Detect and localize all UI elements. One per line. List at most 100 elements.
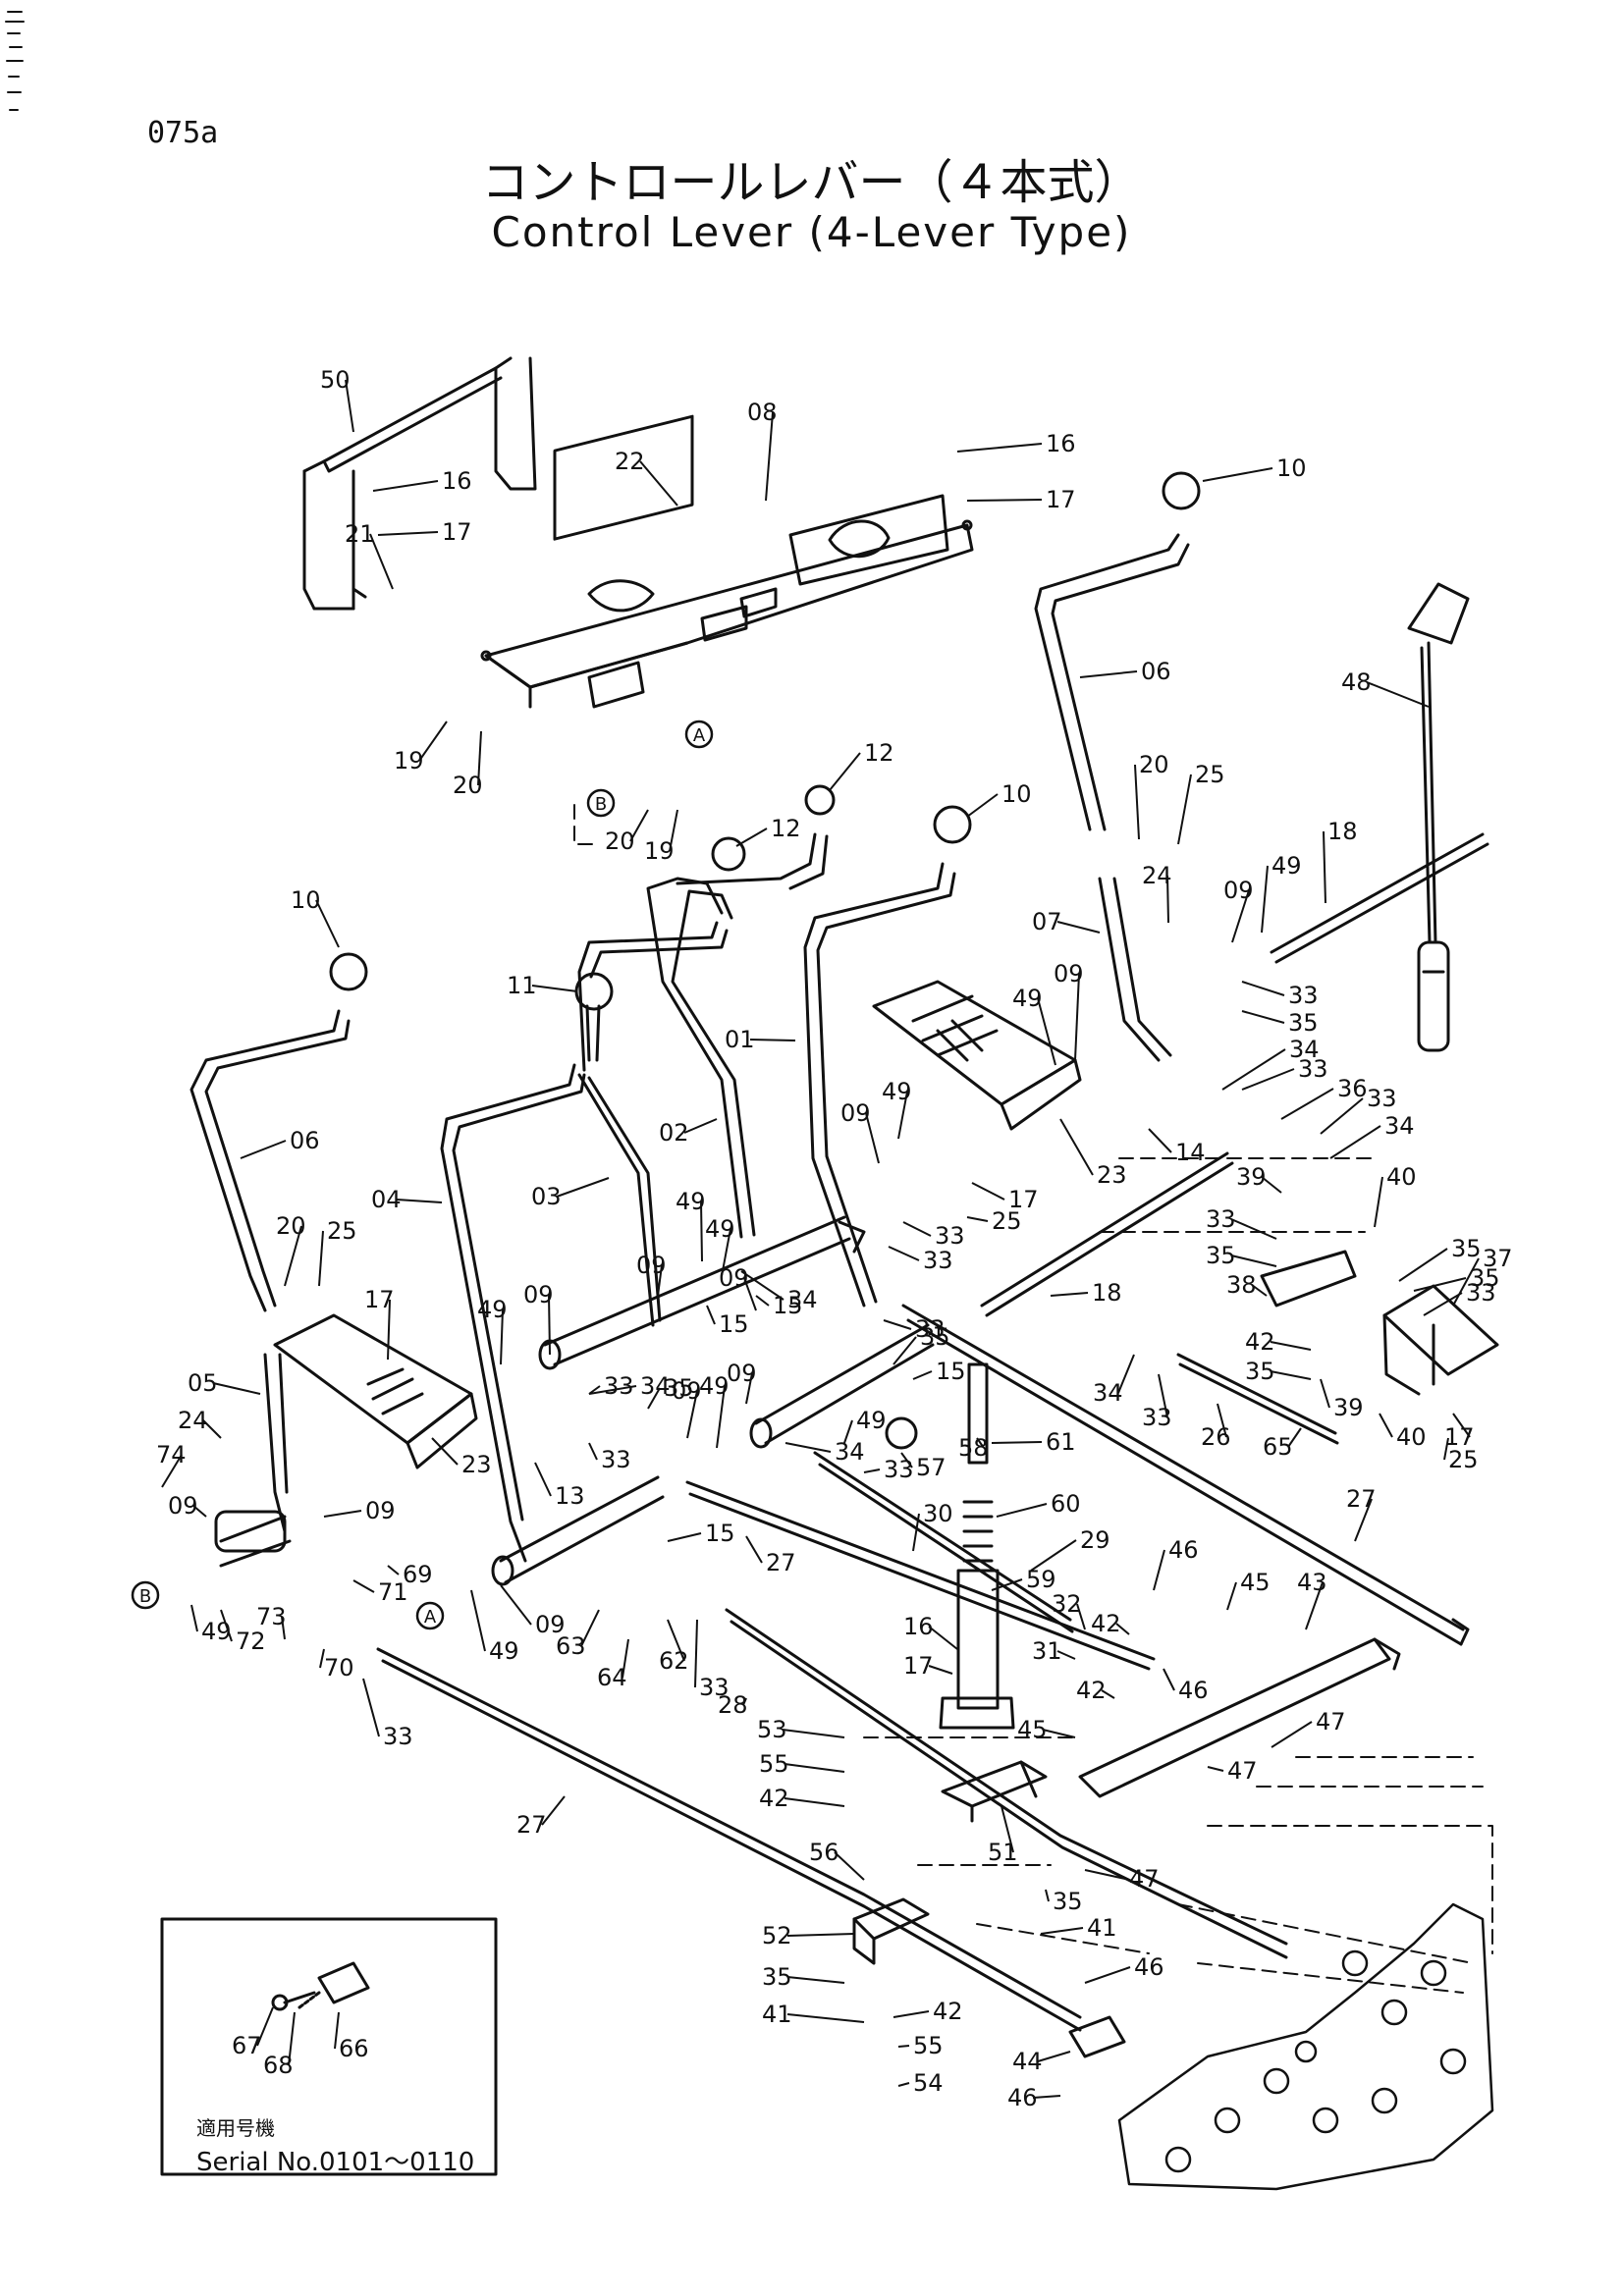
lever-07 bbox=[1098, 877, 1172, 1062]
pedal-23-left bbox=[273, 1313, 478, 1469]
leader-line-p09a bbox=[1231, 889, 1250, 943]
leader-line-p35c bbox=[1398, 1248, 1448, 1282]
leader-line-p35f bbox=[647, 1387, 661, 1410]
leader-line-p52 bbox=[786, 1933, 855, 1937]
part-label-p44: 44 bbox=[1012, 2048, 1043, 2075]
part-label-p36: 36 bbox=[1337, 1075, 1368, 1102]
part-label-p20c: 20 bbox=[1139, 751, 1169, 778]
leader-line-p09j bbox=[192, 1505, 207, 1518]
part-label-p09k: 09 bbox=[535, 1611, 566, 1638]
part-label-p25d: 25 bbox=[1448, 1446, 1479, 1473]
leader-line-p15b bbox=[755, 1295, 770, 1307]
bar-43 bbox=[1078, 1637, 1401, 1798]
part-label-p33e: 33 bbox=[1206, 1205, 1236, 1233]
part-label-p63: 63 bbox=[556, 1632, 586, 1660]
leader-line-p16a bbox=[372, 480, 439, 492]
leader-line-p49g bbox=[716, 1385, 726, 1449]
rod-29 bbox=[685, 1480, 1156, 1671]
leader-line-p64 bbox=[622, 1638, 629, 1679]
part-label-p20a: 20 bbox=[453, 772, 483, 799]
part-label-p53: 53 bbox=[757, 1716, 787, 1743]
part-label-p46c: 46 bbox=[1134, 1953, 1164, 1981]
part-label-p09j: 09 bbox=[168, 1492, 198, 1520]
leader-line-p46a bbox=[1153, 1549, 1165, 1591]
part-label-p23b: 23 bbox=[461, 1451, 492, 1478]
leader-line-p33g bbox=[1423, 1292, 1463, 1316]
part-label-p39b: 39 bbox=[1333, 1394, 1364, 1421]
leader-line-p16b bbox=[956, 443, 1043, 453]
leader-line-p20a bbox=[477, 730, 482, 786]
leader-line-p72 bbox=[220, 1609, 233, 1642]
part-label-p70: 70 bbox=[324, 1654, 354, 1682]
leader-line-p34e bbox=[1117, 1354, 1135, 1394]
leader-line-p41b bbox=[786, 2013, 865, 2023]
part-label-p59: 59 bbox=[1026, 1566, 1056, 1593]
part-label-p15d: 15 bbox=[705, 1520, 735, 1547]
leader-line-p44 bbox=[1037, 2051, 1071, 2062]
part-label-p09c: 09 bbox=[840, 1099, 871, 1127]
part-label-p41a: 41 bbox=[1087, 1914, 1117, 1942]
part-label-p33d: 33 bbox=[935, 1222, 965, 1250]
part-label-p01: 01 bbox=[725, 1026, 755, 1053]
leader-line-p34b bbox=[1329, 1125, 1381, 1159]
leader-line-p42e bbox=[893, 2010, 930, 2018]
part-label-p24b: 24 bbox=[178, 1407, 208, 1434]
part-label-p62: 62 bbox=[659, 1647, 689, 1675]
part-label-p35h: 35 bbox=[1053, 1888, 1083, 1915]
leader-line-p09c bbox=[865, 1112, 880, 1164]
leader-line-p35e bbox=[893, 1336, 917, 1365]
leader-line-p45a bbox=[1226, 1581, 1237, 1611]
part-label-p31: 31 bbox=[1032, 1637, 1062, 1665]
leader-line-p26 bbox=[1217, 1403, 1227, 1438]
cover-plate-08 bbox=[480, 414, 974, 709]
part-label-p39a: 39 bbox=[1236, 1163, 1267, 1191]
leader-line-p58 bbox=[976, 1437, 985, 1449]
part-label-p17e: 17 bbox=[1444, 1423, 1475, 1451]
part-label-p07: 07 bbox=[1032, 908, 1062, 935]
leader-line-p63 bbox=[580, 1609, 600, 1647]
circled-ref-a-left-label: A bbox=[424, 1607, 437, 1628]
part-label-p69: 69 bbox=[403, 1561, 433, 1588]
rod-27-lower bbox=[376, 1647, 1082, 2032]
leader-line-p47c bbox=[1084, 1869, 1126, 1880]
leader-line-p68 bbox=[288, 2011, 296, 2066]
leader-line-p19b bbox=[669, 809, 678, 852]
leader-line-p08 bbox=[765, 411, 774, 502]
part-label-p49e: 49 bbox=[705, 1215, 735, 1243]
circled-ref-b-top-label: B bbox=[595, 794, 607, 815]
inset-serial-number: Serial No.0101～0110 bbox=[196, 2148, 475, 2177]
circled-ref-b-left-label: B bbox=[139, 1586, 151, 1607]
leader-line-p62 bbox=[667, 1619, 685, 1662]
leader-line-p25a bbox=[1177, 774, 1192, 845]
part-label-p52: 52 bbox=[762, 1922, 792, 1949]
part-label-p74: 74 bbox=[156, 1441, 187, 1468]
leader-line-p39b bbox=[1320, 1378, 1330, 1409]
leader-line-p20d bbox=[284, 1225, 302, 1287]
part-label-p29: 29 bbox=[1080, 1526, 1110, 1554]
part-label-p33m: 33 bbox=[699, 1674, 730, 1701]
part-label-p34b: 34 bbox=[1384, 1112, 1415, 1140]
leader-line-p10c bbox=[315, 899, 340, 948]
leader-line-p17e bbox=[1452, 1413, 1471, 1438]
part-label-p51: 51 bbox=[988, 1839, 1018, 1866]
leader-line-p55b bbox=[897, 2045, 910, 2048]
leader-line-p31 bbox=[1056, 1650, 1076, 1660]
page-id: 075a bbox=[147, 116, 219, 150]
title-japanese: コントロールレバー（４本式） bbox=[481, 155, 1142, 210]
part-label-p17a: 17 bbox=[442, 518, 472, 546]
leader-line-p40a bbox=[1374, 1176, 1383, 1228]
leader-line-p09b bbox=[1074, 973, 1080, 1061]
leader-line-p17b bbox=[966, 499, 1043, 502]
leader-line-p23b bbox=[431, 1437, 459, 1466]
part-label-p49h: 49 bbox=[856, 1407, 887, 1434]
part-label-p35d: 35 bbox=[1470, 1264, 1500, 1292]
leader-line-p09i bbox=[323, 1510, 362, 1518]
part-label-p09h: 09 bbox=[672, 1377, 702, 1405]
circled-ref-b-left bbox=[131, 1580, 160, 1610]
part-label-p58: 58 bbox=[958, 1434, 989, 1462]
leader-line-p69 bbox=[387, 1565, 400, 1575]
part-label-p04: 04 bbox=[371, 1186, 402, 1213]
part-label-p55a: 55 bbox=[759, 1750, 789, 1778]
leader-line-p40b bbox=[1379, 1413, 1393, 1438]
